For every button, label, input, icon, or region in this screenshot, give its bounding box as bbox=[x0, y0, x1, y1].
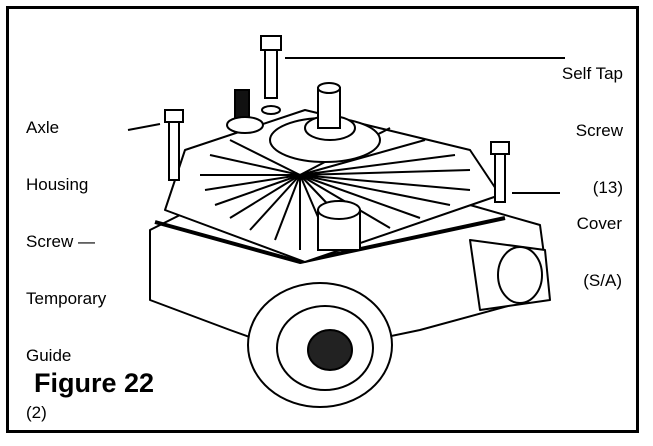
figure-title: Figure 22 bbox=[34, 368, 155, 398]
guide-screw-right-head bbox=[490, 141, 510, 155]
front-boss-top bbox=[317, 200, 361, 220]
self-tap-screw-label-line: (13) bbox=[592, 178, 623, 197]
cover-label-line: (S/A) bbox=[583, 271, 622, 290]
axle-housing-screw-label-line: Guide bbox=[26, 346, 72, 365]
self-tap-screw-label-line: Self Tap bbox=[561, 64, 623, 83]
axle-housing-screw-label-line: Axle bbox=[26, 118, 60, 137]
guide-screw-left-head bbox=[164, 109, 184, 123]
control-shaft bbox=[234, 89, 250, 121]
right-axle-end bbox=[497, 246, 543, 304]
self-tap-screw-head bbox=[260, 35, 282, 51]
cover-label: Cover (S/A) bbox=[540, 176, 622, 309]
axle-housing-screw-label-line: (2) bbox=[26, 403, 47, 422]
axle-housing-screw-label: Axle Housing Screw — Temporary Guide (2) bbox=[26, 80, 106, 441]
self-tap-screw-hole bbox=[261, 105, 281, 115]
axle-housing-screw-label-line: Screw — bbox=[26, 232, 95, 251]
axle-housing-screw-leader bbox=[127, 123, 161, 131]
control-shaft-seal bbox=[226, 116, 264, 134]
axle-housing-screw-label-line: Temporary bbox=[26, 289, 107, 308]
axle-bore bbox=[307, 329, 353, 371]
self-tap-screw-label: Self Tap Screw (13) bbox=[520, 26, 623, 216]
cover-label-line: Cover bbox=[576, 214, 622, 233]
guide-screw-right bbox=[494, 151, 506, 203]
guide-screw-left bbox=[168, 119, 180, 181]
input-shaft-top bbox=[317, 82, 341, 94]
axle-housing-screw-label-line: Housing bbox=[26, 175, 89, 194]
self-tap-screw-shank bbox=[264, 47, 278, 99]
gasket-line bbox=[154, 216, 506, 264]
self-tap-screw-label-line: Screw bbox=[575, 121, 623, 140]
